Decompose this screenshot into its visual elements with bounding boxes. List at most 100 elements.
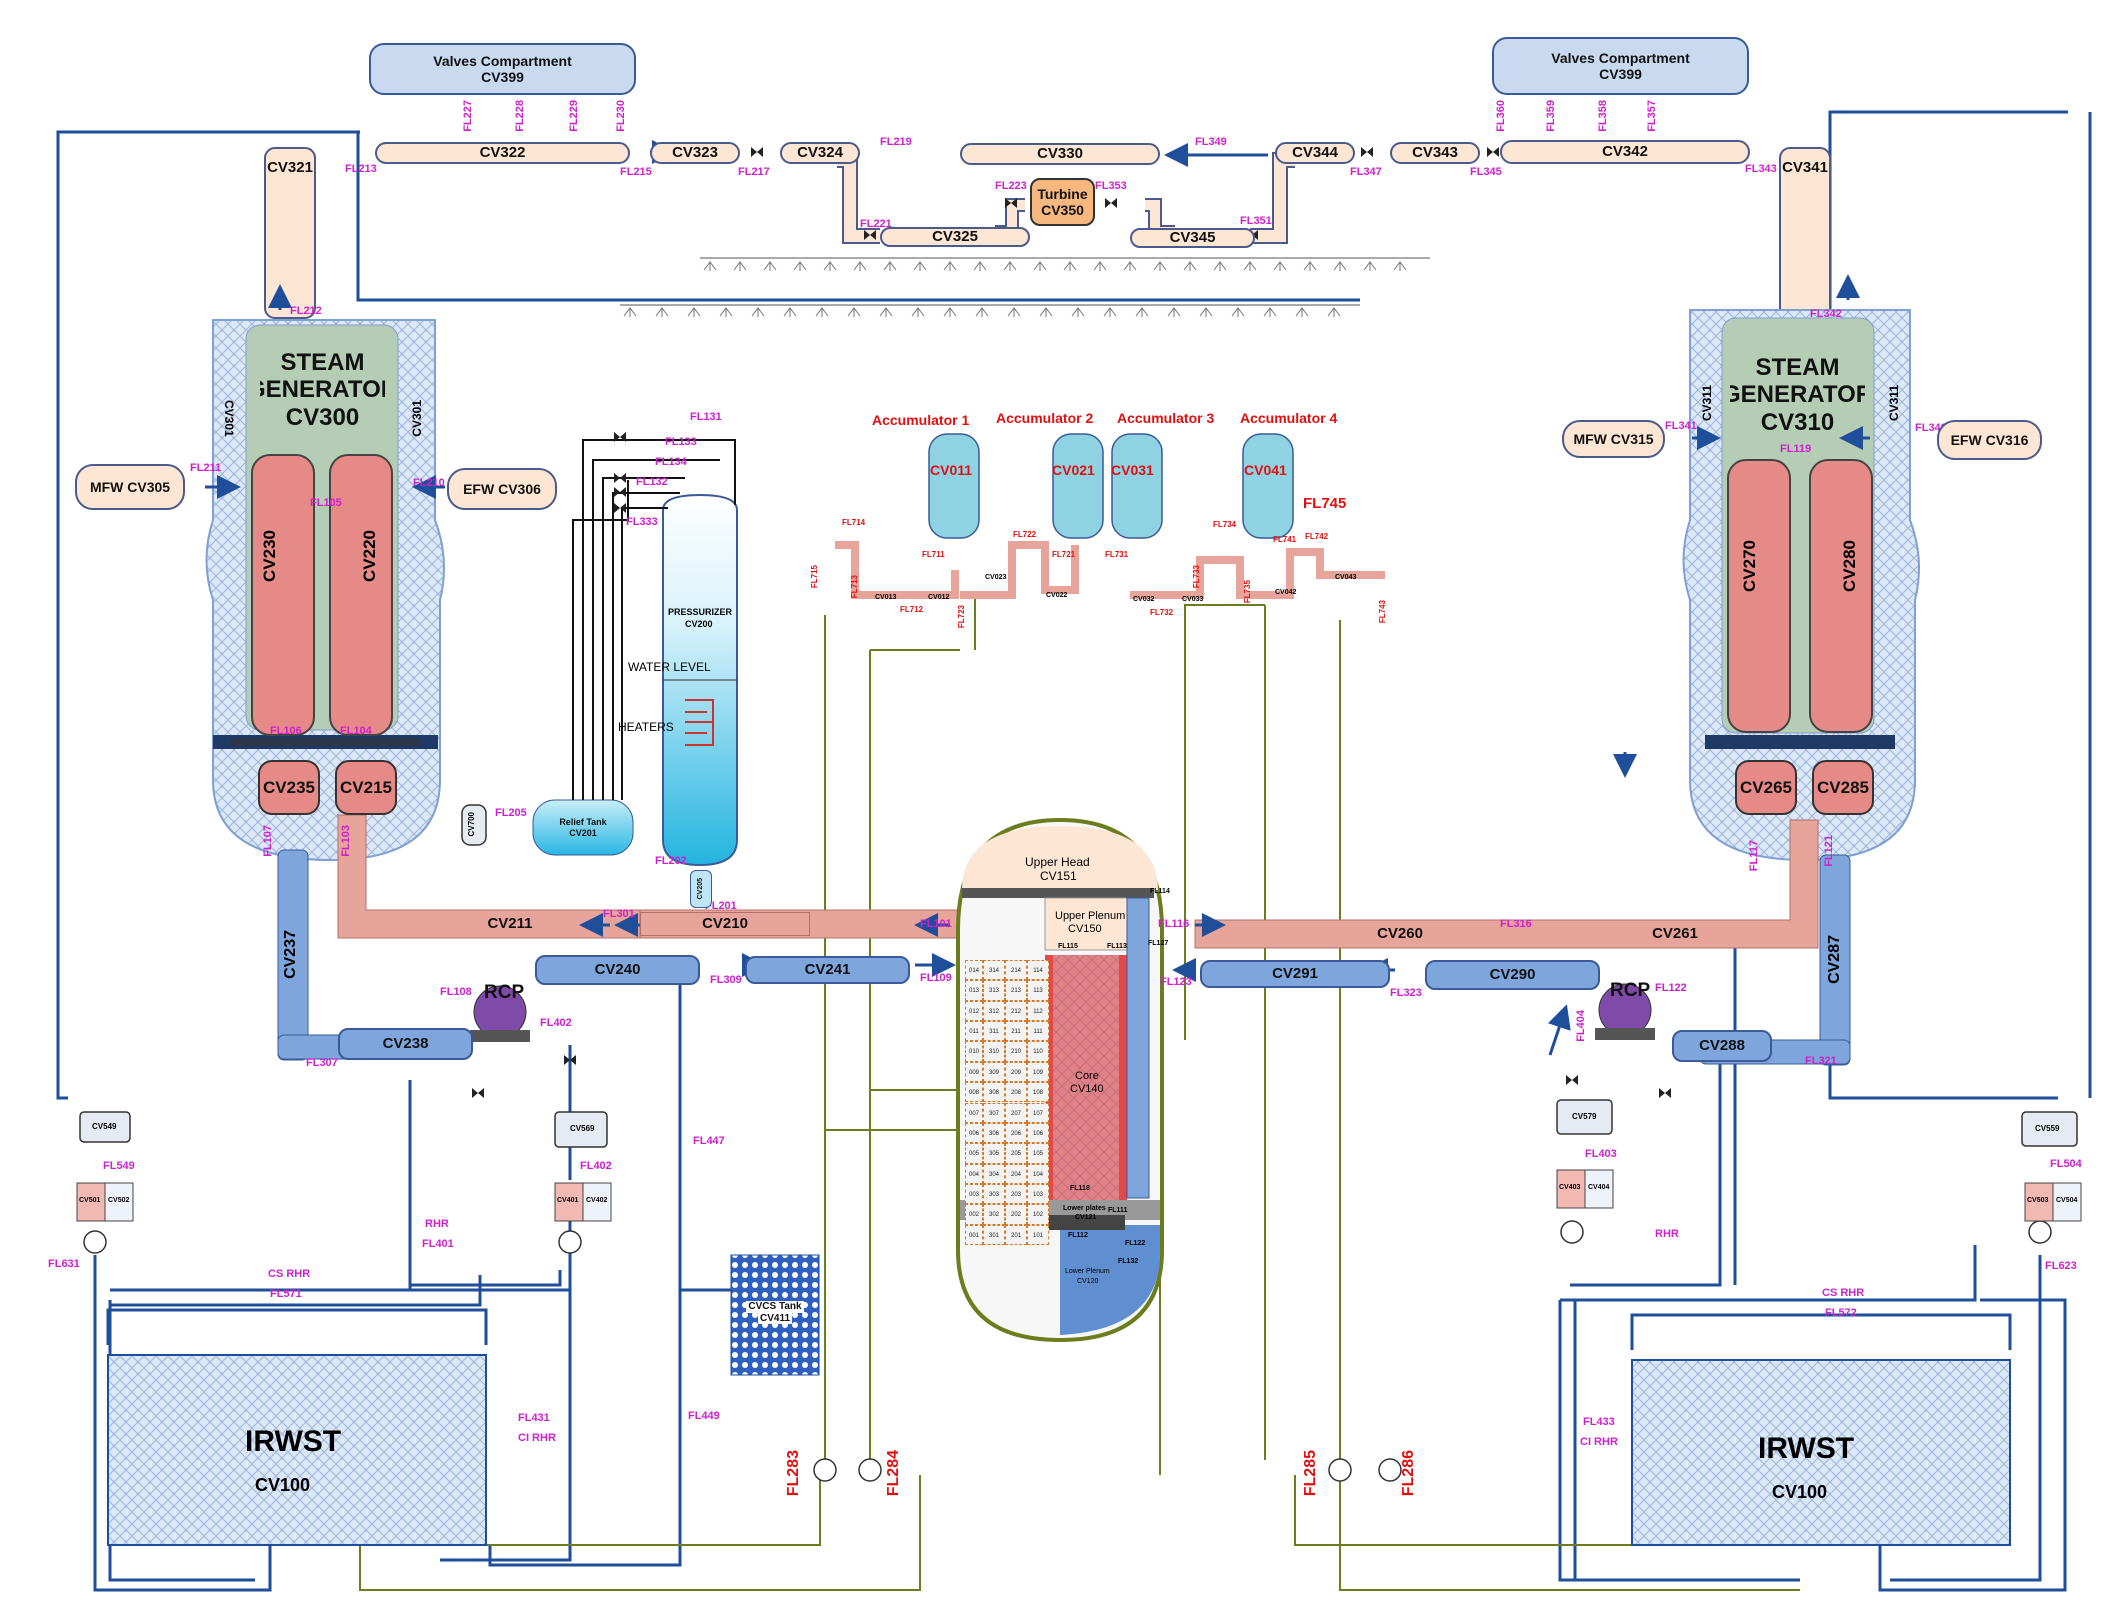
fl404-label: FL404 xyxy=(1575,1010,1587,1042)
fl723-label: FL723 xyxy=(957,605,966,629)
cv579-label: CV579 xyxy=(1572,1112,1597,1121)
irwst-left-title: IRWST xyxy=(245,1425,342,1458)
cv042-label: CV042 xyxy=(1275,589,1297,596)
fl211-label: FL211 xyxy=(190,462,222,474)
fl714-label: FL714 xyxy=(842,518,866,527)
rcp-right-label: RCP xyxy=(1610,980,1651,1001)
core-cell: 013 xyxy=(965,980,983,1001)
fl343-label: FL343 xyxy=(1745,163,1777,175)
fl107-label: FL107 xyxy=(262,825,274,857)
cv343-label: CV343 xyxy=(1412,144,1458,162)
fl732-label: FL732 xyxy=(1150,608,1174,617)
cv260-label: CV260 xyxy=(1377,925,1423,943)
fl283-label: FL283 xyxy=(785,1450,802,1497)
fl342-label: FL342 xyxy=(1810,308,1842,320)
cv041-label: CV041 xyxy=(1244,462,1287,478)
spray-nozzle-icon xyxy=(1231,307,1245,317)
spray-nozzle-icon xyxy=(973,261,987,271)
pressurizer-name: PRESSURIZER xyxy=(668,607,733,617)
cv569-label: CV569 xyxy=(570,1124,595,1133)
rcp-pumps xyxy=(470,983,1655,1042)
cv321-label: CV321 xyxy=(267,159,313,177)
fl742-label: FL742 xyxy=(1305,532,1329,541)
valve-icon xyxy=(614,503,626,513)
fl735-label: FL735 xyxy=(1243,580,1252,604)
fl353-label: FL353 xyxy=(1095,180,1127,192)
core-cell: 007 xyxy=(965,1102,983,1123)
cv240-label: CV240 xyxy=(594,961,641,979)
spray-nozzle-icon xyxy=(1243,261,1257,271)
valve-icon xyxy=(1105,198,1117,208)
valve-icon xyxy=(1005,198,1017,208)
spray-nozzle-icon xyxy=(975,307,989,317)
spray-nozzle-icon xyxy=(913,261,927,271)
cv270-label: CV270 xyxy=(1740,540,1759,592)
cv043-label: CV043 xyxy=(1335,574,1357,581)
spray-nozzle-icon xyxy=(1303,261,1317,271)
valve-icon xyxy=(864,230,876,240)
sg-left-title2: GENERATOR xyxy=(260,376,385,404)
spray-nozzle-icon xyxy=(1123,261,1137,271)
cv549-label: CV549 xyxy=(92,1122,117,1131)
reactor-vessel xyxy=(956,817,1164,1343)
core-cell: 105 xyxy=(1027,1143,1049,1164)
spray-nozzle-icon xyxy=(1363,261,1377,271)
condenser-sprays xyxy=(620,257,1430,306)
fl733-label: FL733 xyxy=(1192,565,1201,589)
cv291-label: CV291 xyxy=(1272,965,1318,983)
valve-compartment-shapes xyxy=(369,37,1749,95)
cv013-label: CV013 xyxy=(875,594,897,601)
fl309-label: FL309 xyxy=(710,974,742,986)
valve-icon xyxy=(1361,147,1373,157)
cv237-label: CV237 xyxy=(282,930,299,979)
fl731-label: FL731 xyxy=(1105,550,1129,559)
cv311-label-right: CV311 xyxy=(1887,385,1901,422)
cv031-label: CV031 xyxy=(1111,462,1154,478)
fl449-label: FL449 xyxy=(688,1410,720,1422)
fl323-label: FL323 xyxy=(1390,987,1422,999)
cv330-label: CV330 xyxy=(1037,145,1083,163)
fl213-label: FL213 xyxy=(345,163,377,175)
fl104-label: FL104 xyxy=(340,725,372,737)
core-cell: 312 xyxy=(983,1000,1005,1022)
spray-nozzle-icon xyxy=(1033,261,1047,271)
core-cell: 207 xyxy=(1005,1102,1027,1123)
efw-cv306-box: EFW CV306 xyxy=(447,468,557,510)
sg-right-title2: GENERATOR xyxy=(1730,381,1865,409)
fl133-label: FL133 xyxy=(665,436,697,448)
cv301-label-right: CV301 xyxy=(410,400,424,437)
cv280-label: CV280 xyxy=(1840,540,1859,592)
spray-nozzle-icon xyxy=(1153,261,1167,271)
cv230-label: CV230 xyxy=(260,530,279,582)
core-cell: 114 xyxy=(1027,960,1049,981)
fl623-label: FL623 xyxy=(2045,1260,2077,1272)
fl101-label: FL101 xyxy=(920,918,952,930)
fl572-label: FL572 xyxy=(1825,1307,1857,1319)
fl316-label: FL316 xyxy=(1500,918,1532,930)
core-cell: 201 xyxy=(1005,1224,1027,1245)
fl221-label: FL221 xyxy=(860,218,892,230)
heat-exchangers xyxy=(76,1169,2082,1222)
cv324-box: CV324 xyxy=(780,142,860,164)
cv325-label: CV325 xyxy=(932,228,978,246)
accumulator-tanks xyxy=(928,433,1294,539)
spray-nozzle-icon xyxy=(943,307,957,317)
core-cell: 012 xyxy=(965,1000,983,1022)
irwst-right-cv: CV100 xyxy=(1772,1482,1828,1502)
core-cell: 308 xyxy=(983,1082,1005,1103)
fl286-label: FL286 xyxy=(1400,1450,1417,1497)
core-cell: 204 xyxy=(1005,1163,1027,1184)
fl202-label: FL202 xyxy=(655,855,687,867)
spray-nozzle-icon xyxy=(763,261,777,271)
core-cell: 208 xyxy=(1005,1082,1027,1103)
spray-nozzle-icon xyxy=(687,307,701,317)
cv404-label: CV404 xyxy=(1588,1184,1610,1191)
cv210-label: CV210 xyxy=(702,915,748,933)
rhr-right-label: RHR xyxy=(1655,1228,1679,1240)
accumulator-1-title: Accumulator 1 xyxy=(872,412,970,428)
cv330-box: CV330 xyxy=(960,143,1160,165)
upper-plenum-cv-label: CV150 xyxy=(1068,923,1102,935)
fl447-label: FL447 xyxy=(693,1135,725,1147)
heaters-label: HEATERS xyxy=(618,720,674,734)
cv323-label: CV323 xyxy=(672,144,718,162)
